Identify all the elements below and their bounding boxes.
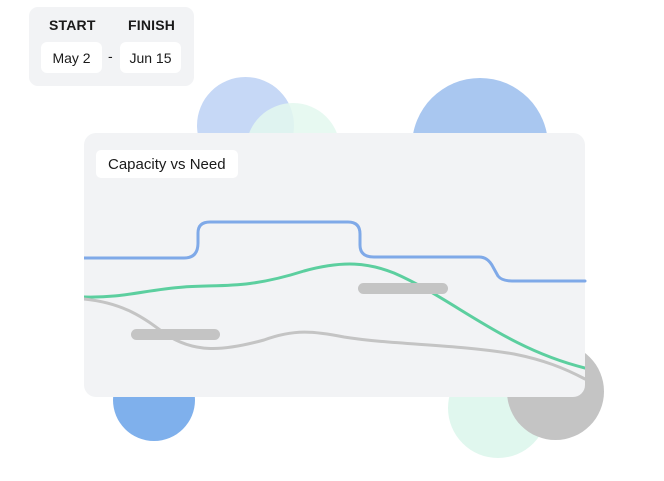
date-range-picker: START FINISH May 2 - Jun 15 xyxy=(29,7,194,86)
gray-marker-bar-2 xyxy=(358,283,448,294)
finish-label: FINISH xyxy=(128,17,176,33)
start-label: START xyxy=(49,17,96,33)
date-separator: - xyxy=(108,48,113,64)
chart-title: Capacity vs Need xyxy=(96,150,238,178)
finish-date-field[interactable]: Jun 15 xyxy=(120,42,181,73)
start-date-field[interactable]: May 2 xyxy=(41,42,102,73)
series-line-green xyxy=(84,262,585,370)
gray-marker-bar-1 xyxy=(131,329,220,340)
series-line-blue xyxy=(84,220,585,283)
chart-plot xyxy=(84,220,585,381)
chart-card: Capacity vs Need xyxy=(84,133,585,397)
